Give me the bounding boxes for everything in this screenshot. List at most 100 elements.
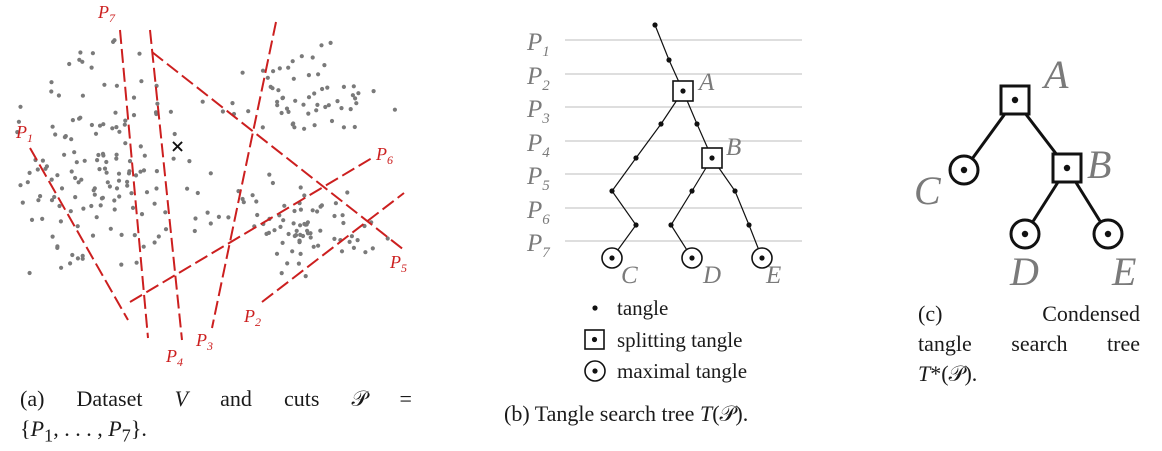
data-point: [105, 180, 110, 185]
data-point: [38, 194, 43, 199]
data-point: [306, 73, 311, 78]
data-point: [304, 222, 309, 227]
data-point: [108, 226, 113, 231]
data-point: [314, 108, 319, 113]
data-point: [371, 89, 376, 94]
data-point: [114, 156, 119, 161]
data-point: [50, 234, 55, 239]
data-point: [114, 125, 119, 130]
node-label-c-c: C: [914, 168, 942, 213]
data-point: [36, 198, 41, 203]
data-point: [290, 59, 295, 64]
data-point: [315, 209, 320, 214]
data-point: [306, 95, 312, 100]
data-point: [332, 236, 337, 241]
data-point: [113, 110, 118, 115]
data-point: [73, 175, 78, 181]
data-point: [49, 177, 54, 182]
data-point: [152, 240, 157, 245]
data-point: [49, 80, 54, 85]
data-point: [114, 152, 119, 157]
data-point: [154, 169, 159, 174]
data-point: [328, 40, 333, 46]
data-point: [77, 116, 82, 121]
data-point: [74, 160, 79, 165]
data-point: [40, 216, 45, 221]
data-point: [144, 190, 150, 195]
data-point: [68, 261, 73, 266]
data-point: [341, 220, 346, 226]
cut-label-p7: P7: [97, 2, 116, 25]
data-point: [102, 166, 108, 171]
data-point: [138, 169, 143, 174]
data-point: [193, 216, 198, 221]
data-point: [282, 203, 287, 208]
node-label-a-b: A: [697, 69, 715, 96]
data-point: [275, 103, 280, 108]
data-point: [107, 184, 112, 189]
data-point: [139, 79, 144, 84]
data-point: [370, 246, 375, 251]
cut-label-p4: P4: [165, 346, 183, 369]
maximal-node-e: [751, 247, 773, 269]
data-point: [310, 55, 315, 60]
data-point: [291, 121, 296, 126]
splitting-node-b: [701, 147, 723, 169]
data-point: [341, 84, 346, 89]
data-point: [114, 83, 119, 88]
data-point: [89, 65, 94, 70]
data-point: [355, 238, 360, 243]
cut-label-p5: P5: [389, 252, 407, 275]
data-point: [59, 265, 64, 270]
data-point: [340, 213, 345, 218]
data-point: [318, 228, 323, 233]
data-point: [59, 186, 65, 191]
maximal-node-c: [601, 247, 623, 269]
condensed-node-b: [1051, 152, 1083, 184]
data-point: [296, 261, 301, 266]
data-point: [240, 196, 245, 202]
data-point: [281, 218, 286, 223]
data-point: [326, 103, 331, 108]
svg-text:P2: P2: [526, 63, 550, 94]
legend-square-icon: [584, 329, 605, 350]
data-point: [152, 201, 157, 206]
data-point: [98, 203, 103, 208]
data-point: [56, 93, 62, 98]
data-point: [138, 144, 143, 149]
data-point: [141, 168, 147, 173]
data-point: [240, 70, 245, 75]
data-point: [187, 159, 192, 164]
data-point: [299, 54, 304, 59]
condensed-node-e: [1092, 218, 1124, 250]
data-point: [323, 104, 328, 110]
data-point: [55, 173, 60, 178]
data-point: [348, 107, 353, 112]
data-point: [16, 119, 21, 124]
data-point: [341, 125, 346, 130]
node-label-c-b: C: [621, 262, 638, 289]
data-point: [350, 93, 355, 98]
data-point: [163, 227, 169, 232]
data-point: [78, 50, 83, 55]
data-point: [110, 126, 115, 131]
data-point: [49, 89, 54, 94]
data-point: [246, 109, 251, 114]
data-point: [119, 262, 124, 267]
caption-b: (b) Tangle search tree T(𝒫).: [504, 401, 749, 426]
legend-label-tangle: tangle: [617, 296, 668, 320]
data-point: [44, 164, 50, 169]
data-point: [163, 210, 168, 215]
data-point: [298, 251, 303, 256]
data-point: [89, 122, 94, 128]
data-point: [312, 123, 317, 128]
data-point: [241, 200, 246, 205]
svg-text:P7: P7: [526, 230, 551, 261]
data-point: [117, 129, 122, 134]
data-point: [79, 177, 84, 182]
svg-text:P5: P5: [526, 163, 550, 194]
data-point: [40, 158, 46, 163]
condensed-node-d: [1009, 218, 1041, 250]
